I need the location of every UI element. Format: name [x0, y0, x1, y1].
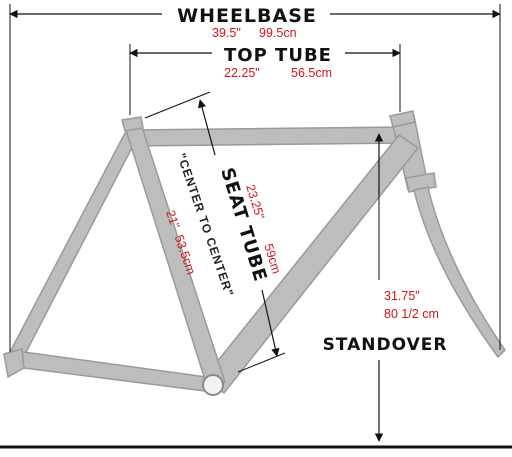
standover-inches: 31.75": [384, 289, 420, 303]
top-tube: [131, 126, 408, 147]
wheelbase-metric: 99.5cn: [259, 26, 297, 40]
down-tube: [202, 133, 420, 395]
top-tube-inches: 22.25": [224, 66, 260, 80]
seat-tube-dimension: [144, 91, 286, 373]
wheelbase-dimension: [9, 4, 501, 352]
bottom-bracket: [202, 374, 224, 396]
fork-blade: [413, 186, 506, 359]
chain-stay: [15, 350, 215, 393]
wheelbase-label: WHEELBASE: [177, 5, 317, 27]
center-to-center-inches: 21": [163, 208, 182, 230]
wheelbase-inches: 39.5": [212, 26, 241, 40]
rear-dropout: [3, 348, 25, 379]
headset-top: [389, 110, 416, 128]
standover-label: STANDOVER: [323, 335, 448, 355]
bike-frame: [3, 110, 506, 396]
top-tube-dimension: [129, 44, 401, 115]
seat-collar: [121, 116, 144, 132]
standover-metric: 80 1/2 cm: [384, 307, 439, 321]
seat-stay: [8, 132, 140, 359]
top-tube-label: TOP TUBE: [224, 45, 332, 66]
top-tube-metric: 56.5cm: [291, 66, 332, 80]
